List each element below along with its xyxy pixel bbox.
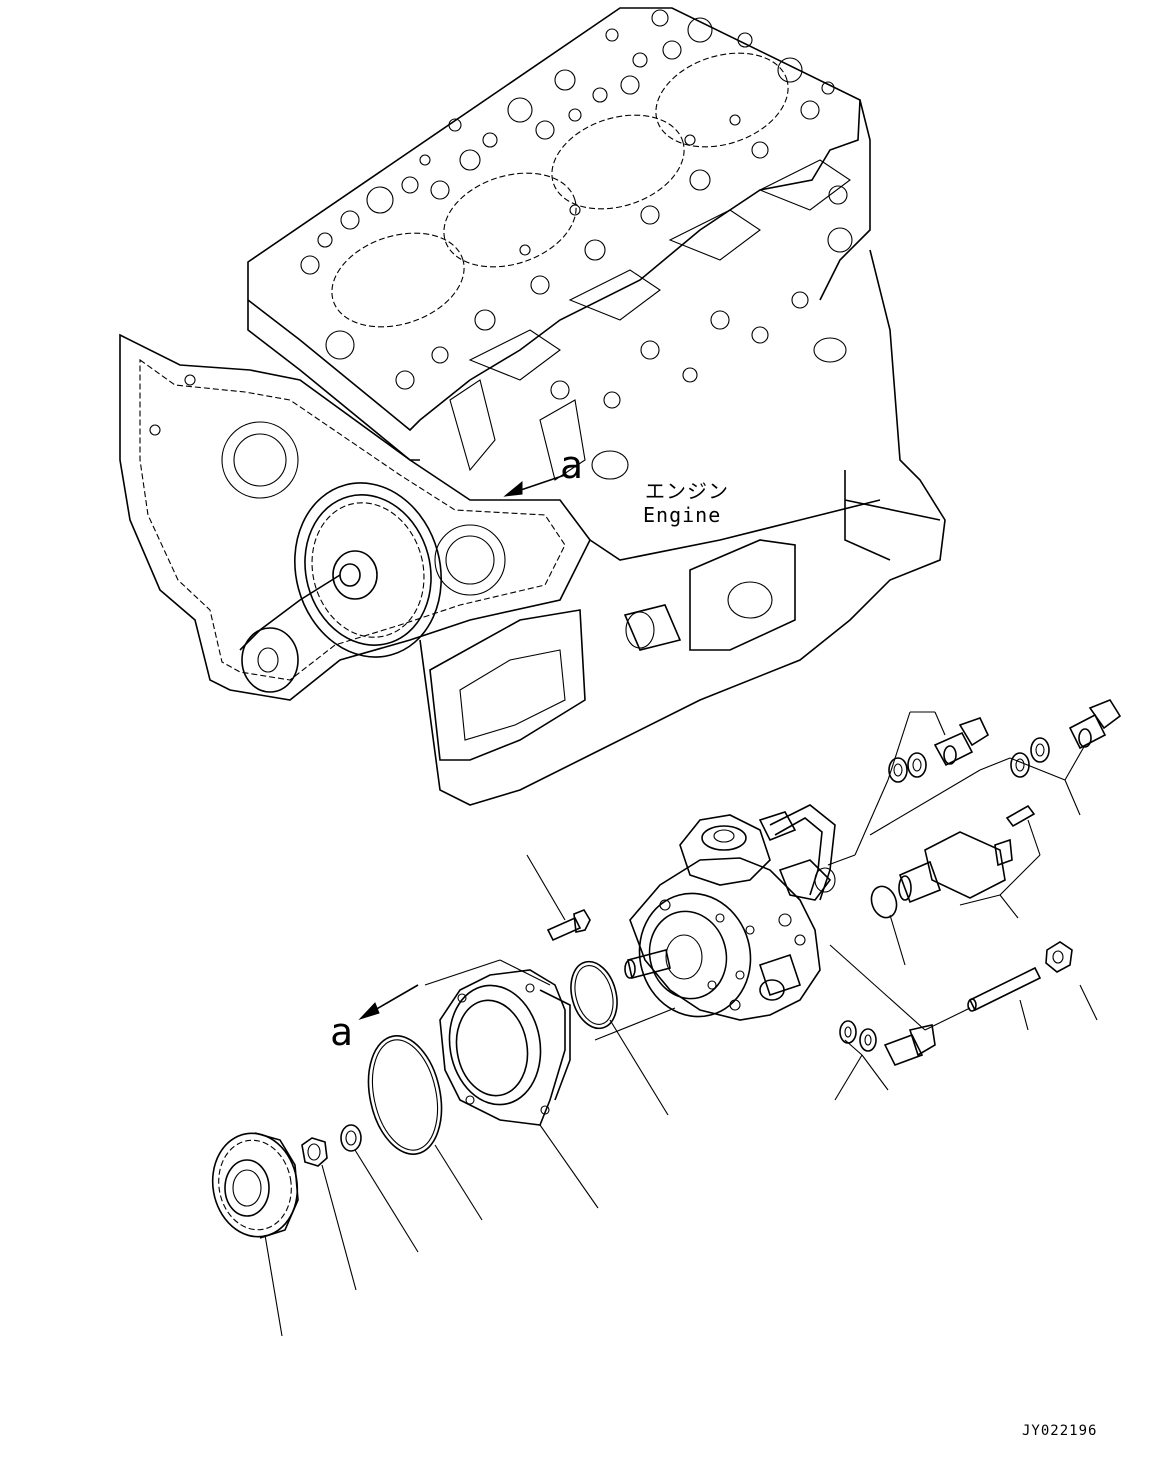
banjo-bolt-upper-left — [933, 717, 990, 767]
fuel-injection-pump — [624, 804, 836, 1021]
idler-gear — [239, 482, 442, 693]
view-ref-label-upper: a — [560, 443, 583, 487]
washer — [340, 1124, 362, 1152]
banjo-bolt-upper-right — [1068, 699, 1122, 750]
view-arrow-upper — [503, 474, 566, 497]
callout-leaders — [264, 711, 1098, 1337]
suction-control-valve — [898, 804, 1036, 904]
engine-block — [119, 7, 946, 806]
drive-gear — [211, 1132, 299, 1239]
nut — [301, 1137, 328, 1167]
pump-bracket — [439, 969, 571, 1126]
engine-label-en: Engine — [643, 503, 721, 527]
drawing-number: JY022196 — [1022, 1423, 1097, 1439]
banjo-bolt-lower — [883, 1024, 936, 1066]
bracket-bolt — [546, 909, 591, 942]
view-arrow-lower — [358, 959, 551, 1021]
o-ring-pump — [570, 960, 618, 1030]
flange-nut — [1045, 941, 1073, 973]
o-ring-bracket — [367, 1035, 443, 1155]
engine-label-jp: エンジン — [645, 479, 729, 503]
o-ring-valve — [870, 885, 898, 919]
view-ref-label-lower: a — [330, 1010, 353, 1054]
stud-bolt — [967, 966, 1042, 1012]
